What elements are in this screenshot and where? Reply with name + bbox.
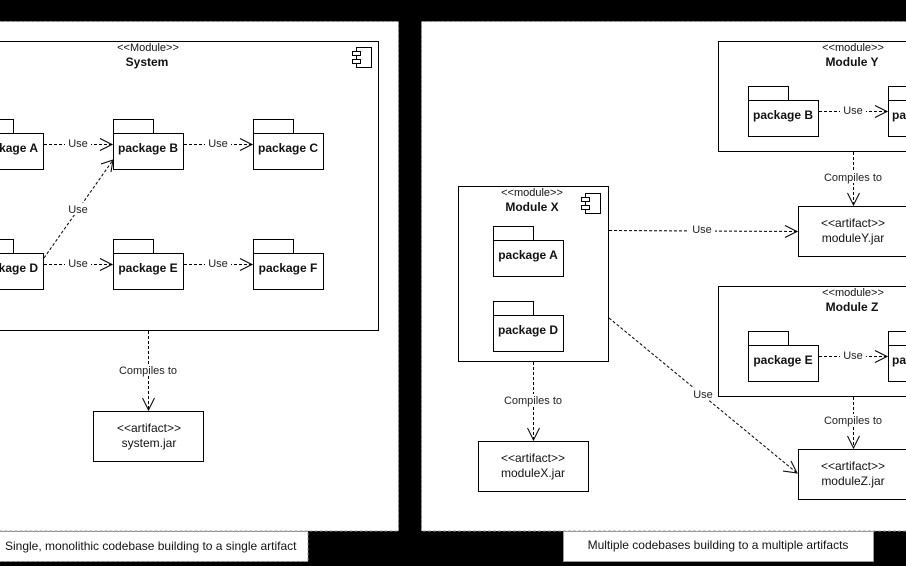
edge-x-jar-label: Compiles to <box>504 395 562 407</box>
module-y-name: Module Y <box>825 55 878 69</box>
edge-d-b-label: Use <box>68 204 88 216</box>
artifact-modulex-jar[interactable]: <<artifact>> moduleX.jar <box>478 441 589 492</box>
module-system-stereotype: <<Module>> <box>117 42 179 54</box>
edge-z-jar-label: Compiles to <box>824 415 882 427</box>
edge-b-to-c <box>184 138 254 151</box>
module-z-package-partial-label: pa <box>892 353 906 367</box>
edge-x-to-moduley-jar <box>608 225 799 238</box>
component-icon <box>581 193 601 214</box>
package-a-label: package A <box>0 141 38 155</box>
module-x-package-a-label: package A <box>498 248 558 262</box>
edge-x-modulez-label: Use <box>693 389 713 401</box>
component-icon <box>352 47 372 68</box>
caption-left: Single, monolithic codebase building to … <box>0 531 309 562</box>
caption-right-text: Multiple codebases building to a multipl… <box>588 538 849 552</box>
edge-system-jar-label: Compiles to <box>119 365 177 377</box>
artifact-system-jar[interactable]: <<artifact>> system.jar <box>93 411 204 462</box>
edge-d-to-e <box>44 258 114 271</box>
module-z-package-e[interactable]: package E <box>748 331 819 382</box>
right-panel: <<module>> Module Y package B pa Us <box>421 21 906 562</box>
edge-x-to-jar <box>527 362 540 442</box>
module-z[interactable]: <<module>> Module Z package E pa Us <box>718 286 906 397</box>
module-y-package-partial-label: pa <box>892 108 906 122</box>
edge-x-moduley-label: Use <box>692 224 712 236</box>
artifact-system-jar-name: system.jar <box>122 436 177 450</box>
edge-z-e-f-label: Use <box>843 350 863 362</box>
module-z-stereotype: <<module>> <box>822 287 884 299</box>
edge-z-e-to-f <box>819 350 889 363</box>
edge-a-to-b <box>44 138 114 151</box>
module-y-stereotype: <<module>> <box>822 42 884 54</box>
artifact-modulez-jar[interactable]: <<artifact>> moduleZ.jar <box>798 449 906 500</box>
package-e-label: package E <box>118 261 177 275</box>
caption-left-text: Single, monolithic codebase building to … <box>5 539 297 553</box>
module-x-package-d[interactable]: package D <box>493 301 564 352</box>
package-e[interactable]: package E <box>113 239 184 290</box>
package-c[interactable]: package C <box>253 119 324 170</box>
module-x[interactable]: <<module>> Module X package A package D <box>458 186 609 362</box>
package-d[interactable]: package D <box>0 239 44 290</box>
edge-system-to-jar <box>142 331 155 412</box>
artifact-system-jar-stereotype: <<artifact>> <box>117 421 181 435</box>
module-z-name: Module Z <box>826 300 879 314</box>
module-x-name: Module X <box>505 200 558 214</box>
artifact-moduley-jar-name: moduleY.jar <box>822 231 884 245</box>
package-b[interactable]: package B <box>113 119 184 170</box>
package-b-label: package B <box>118 141 178 155</box>
package-f[interactable]: package F <box>253 239 324 290</box>
module-y[interactable]: <<module>> Module Y package B pa Us <box>718 41 906 152</box>
left-panel: <<Module>> System package A package B <box>0 21 399 562</box>
edge-y-jar-label: Compiles to <box>824 172 882 184</box>
package-c-label: package C <box>258 141 318 155</box>
edge-y-b-to-c <box>819 105 889 118</box>
edge-e-to-f <box>184 258 254 271</box>
package-d-label: package D <box>0 261 38 275</box>
package-f-label: package F <box>259 261 318 275</box>
artifact-moduley-jar[interactable]: <<artifact>> moduleY.jar <box>798 206 906 257</box>
artifact-modulex-jar-stereotype: <<artifact>> <box>501 451 565 465</box>
artifact-modulez-jar-name: moduleZ.jar <box>821 474 884 488</box>
edge-b-c-label: Use <box>208 138 228 150</box>
edge-d-e-label: Use <box>68 258 88 270</box>
module-y-package-b[interactable]: package B <box>748 86 819 137</box>
edge-a-b-label: Use <box>68 138 88 150</box>
module-y-package-b-label: package B <box>753 108 813 122</box>
edge-d-to-b <box>43 159 114 259</box>
module-x-package-d-label: package D <box>498 323 558 337</box>
module-z-package-e-label: package E <box>753 353 812 367</box>
module-x-package-a[interactable]: package A <box>493 226 564 277</box>
package-a[interactable]: package A <box>0 119 44 170</box>
module-y-package-partial[interactable]: pa <box>888 86 906 137</box>
artifact-moduley-jar-stereotype: <<artifact>> <box>821 216 885 230</box>
edge-y-b-c-label: Use <box>843 105 863 117</box>
module-z-package-partial[interactable]: pa <box>888 331 906 382</box>
module-x-stereotype: <<module>> <box>501 187 563 199</box>
caption-right: Multiple codebases building to a multipl… <box>563 531 874 562</box>
module-system-name: System <box>126 55 169 69</box>
artifact-modulex-jar-name: moduleX.jar <box>501 466 565 480</box>
artifact-modulez-jar-stereotype: <<artifact>> <box>821 459 885 473</box>
edge-e-f-label: Use <box>208 258 228 270</box>
